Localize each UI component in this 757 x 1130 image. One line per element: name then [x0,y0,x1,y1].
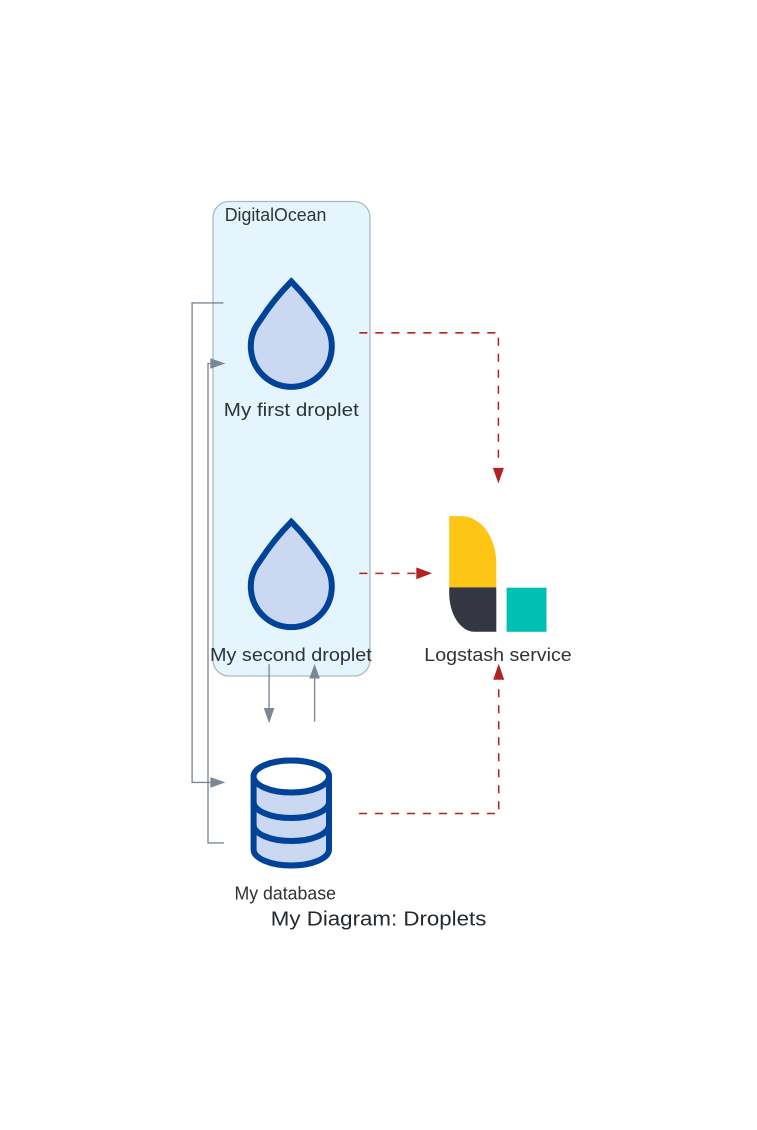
svg-text:My second droplet: My second droplet [210,645,372,665]
svg-text:My Diagram: Droplets: My Diagram: Droplets [271,908,487,930]
svg-text:Logstash service: Logstash service [424,645,571,665]
svg-text:My database: My database [234,883,336,903]
svg-text:DigitalOcean: DigitalOcean [225,205,327,225]
svg-text:My first droplet: My first droplet [224,400,359,420]
